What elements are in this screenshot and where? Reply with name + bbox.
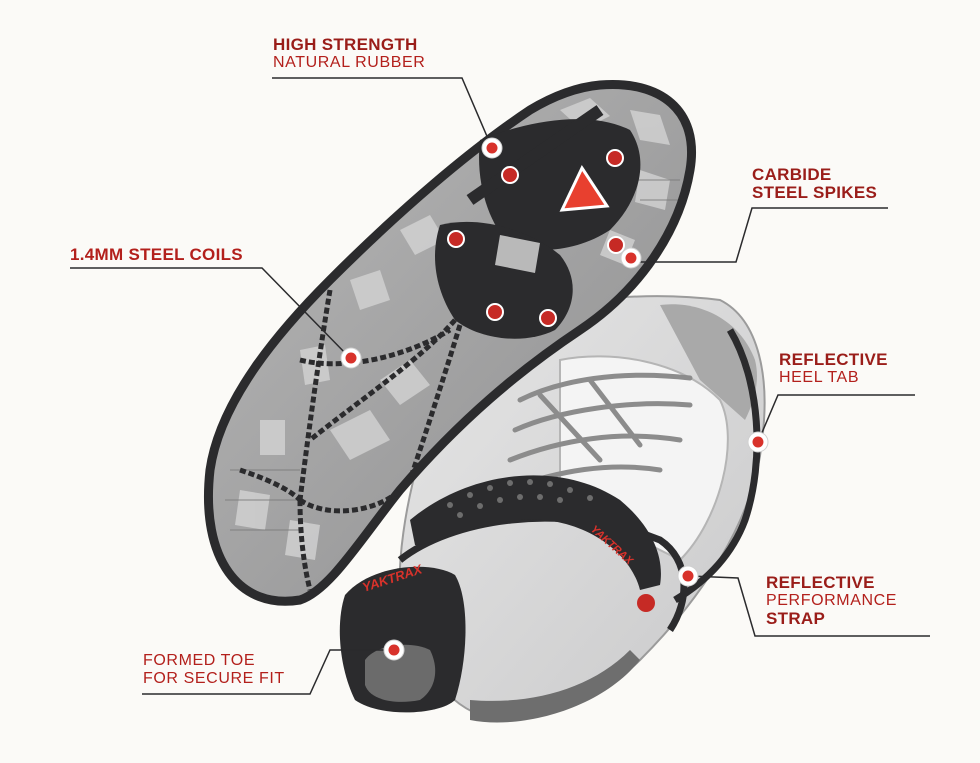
callout-subtitle: PERFORMANCE xyxy=(766,592,898,609)
frame-outline xyxy=(204,79,696,606)
callout-heel-tab: REFLECTIVE HEEL TAB xyxy=(779,351,888,387)
spike xyxy=(606,149,624,167)
callout-title: 1.4MM STEEL COILS xyxy=(70,245,243,264)
marker-strap xyxy=(677,565,699,587)
leader-high-strength xyxy=(272,77,493,149)
spike xyxy=(447,230,465,248)
steel-coils xyxy=(239,289,463,591)
forefoot-plate xyxy=(479,119,641,250)
leader-strap xyxy=(689,575,930,637)
markers xyxy=(340,137,769,661)
leader-heel-tab xyxy=(757,394,915,443)
marker-coils xyxy=(340,347,362,369)
callout-high-strength: HIGH STRENGTH NATURAL RUBBER xyxy=(273,36,425,72)
forefoot-reflector xyxy=(559,164,610,212)
strap-pattern xyxy=(447,479,593,518)
callout-subtitle: STEEL SPIKES xyxy=(752,183,878,202)
callout-title: HIGH STRENGTH xyxy=(273,35,418,54)
carbide-spikes xyxy=(447,149,625,327)
tilted-sole xyxy=(204,79,696,606)
callout-subtitle: HEEL TAB xyxy=(779,369,860,386)
callout-toe: FORMED TOE FOR SECURE FIT xyxy=(143,652,285,688)
callout-title: CARBIDE xyxy=(752,165,832,184)
leader-toe xyxy=(142,649,392,695)
callout-title: FORMED TOE xyxy=(143,652,256,669)
marker-carbide xyxy=(620,247,642,269)
leader-lines xyxy=(70,77,930,695)
callout-carbide: CARBIDE STEEL SPIKES xyxy=(752,166,877,202)
toe-cap-cutout xyxy=(365,644,436,702)
leader-coils xyxy=(70,267,351,359)
callout-title: REFLECTIVE xyxy=(766,573,875,592)
heel-tab-reflector xyxy=(637,594,655,612)
callout-coils: 1.4MM STEEL COILS xyxy=(70,246,243,264)
spike xyxy=(486,303,504,321)
heel-frame xyxy=(673,328,761,604)
leader-carbide xyxy=(631,207,888,263)
callout-title: REFLECTIVE xyxy=(779,350,888,369)
marker-toe xyxy=(383,639,405,661)
callout-subtitle: NATURAL RUBBER xyxy=(273,54,426,71)
strap-body xyxy=(410,475,661,590)
spike xyxy=(607,236,625,254)
spike xyxy=(501,166,519,184)
shoe-outsole xyxy=(470,650,640,723)
callout-strap: REFLECTIVE PERFORMANCE STRAP xyxy=(766,574,897,628)
plate-window xyxy=(495,235,540,273)
marker-heel-tab xyxy=(747,431,769,453)
callout-extra: STRAP xyxy=(766,609,826,628)
rubber-frame xyxy=(204,79,696,606)
marker-high-strength xyxy=(481,137,503,159)
toe-cap: YAKTRAX xyxy=(339,561,466,713)
plate-connector xyxy=(466,105,604,205)
callout-subtitle: FOR SECURE FIT xyxy=(143,670,285,687)
spike xyxy=(539,309,557,327)
